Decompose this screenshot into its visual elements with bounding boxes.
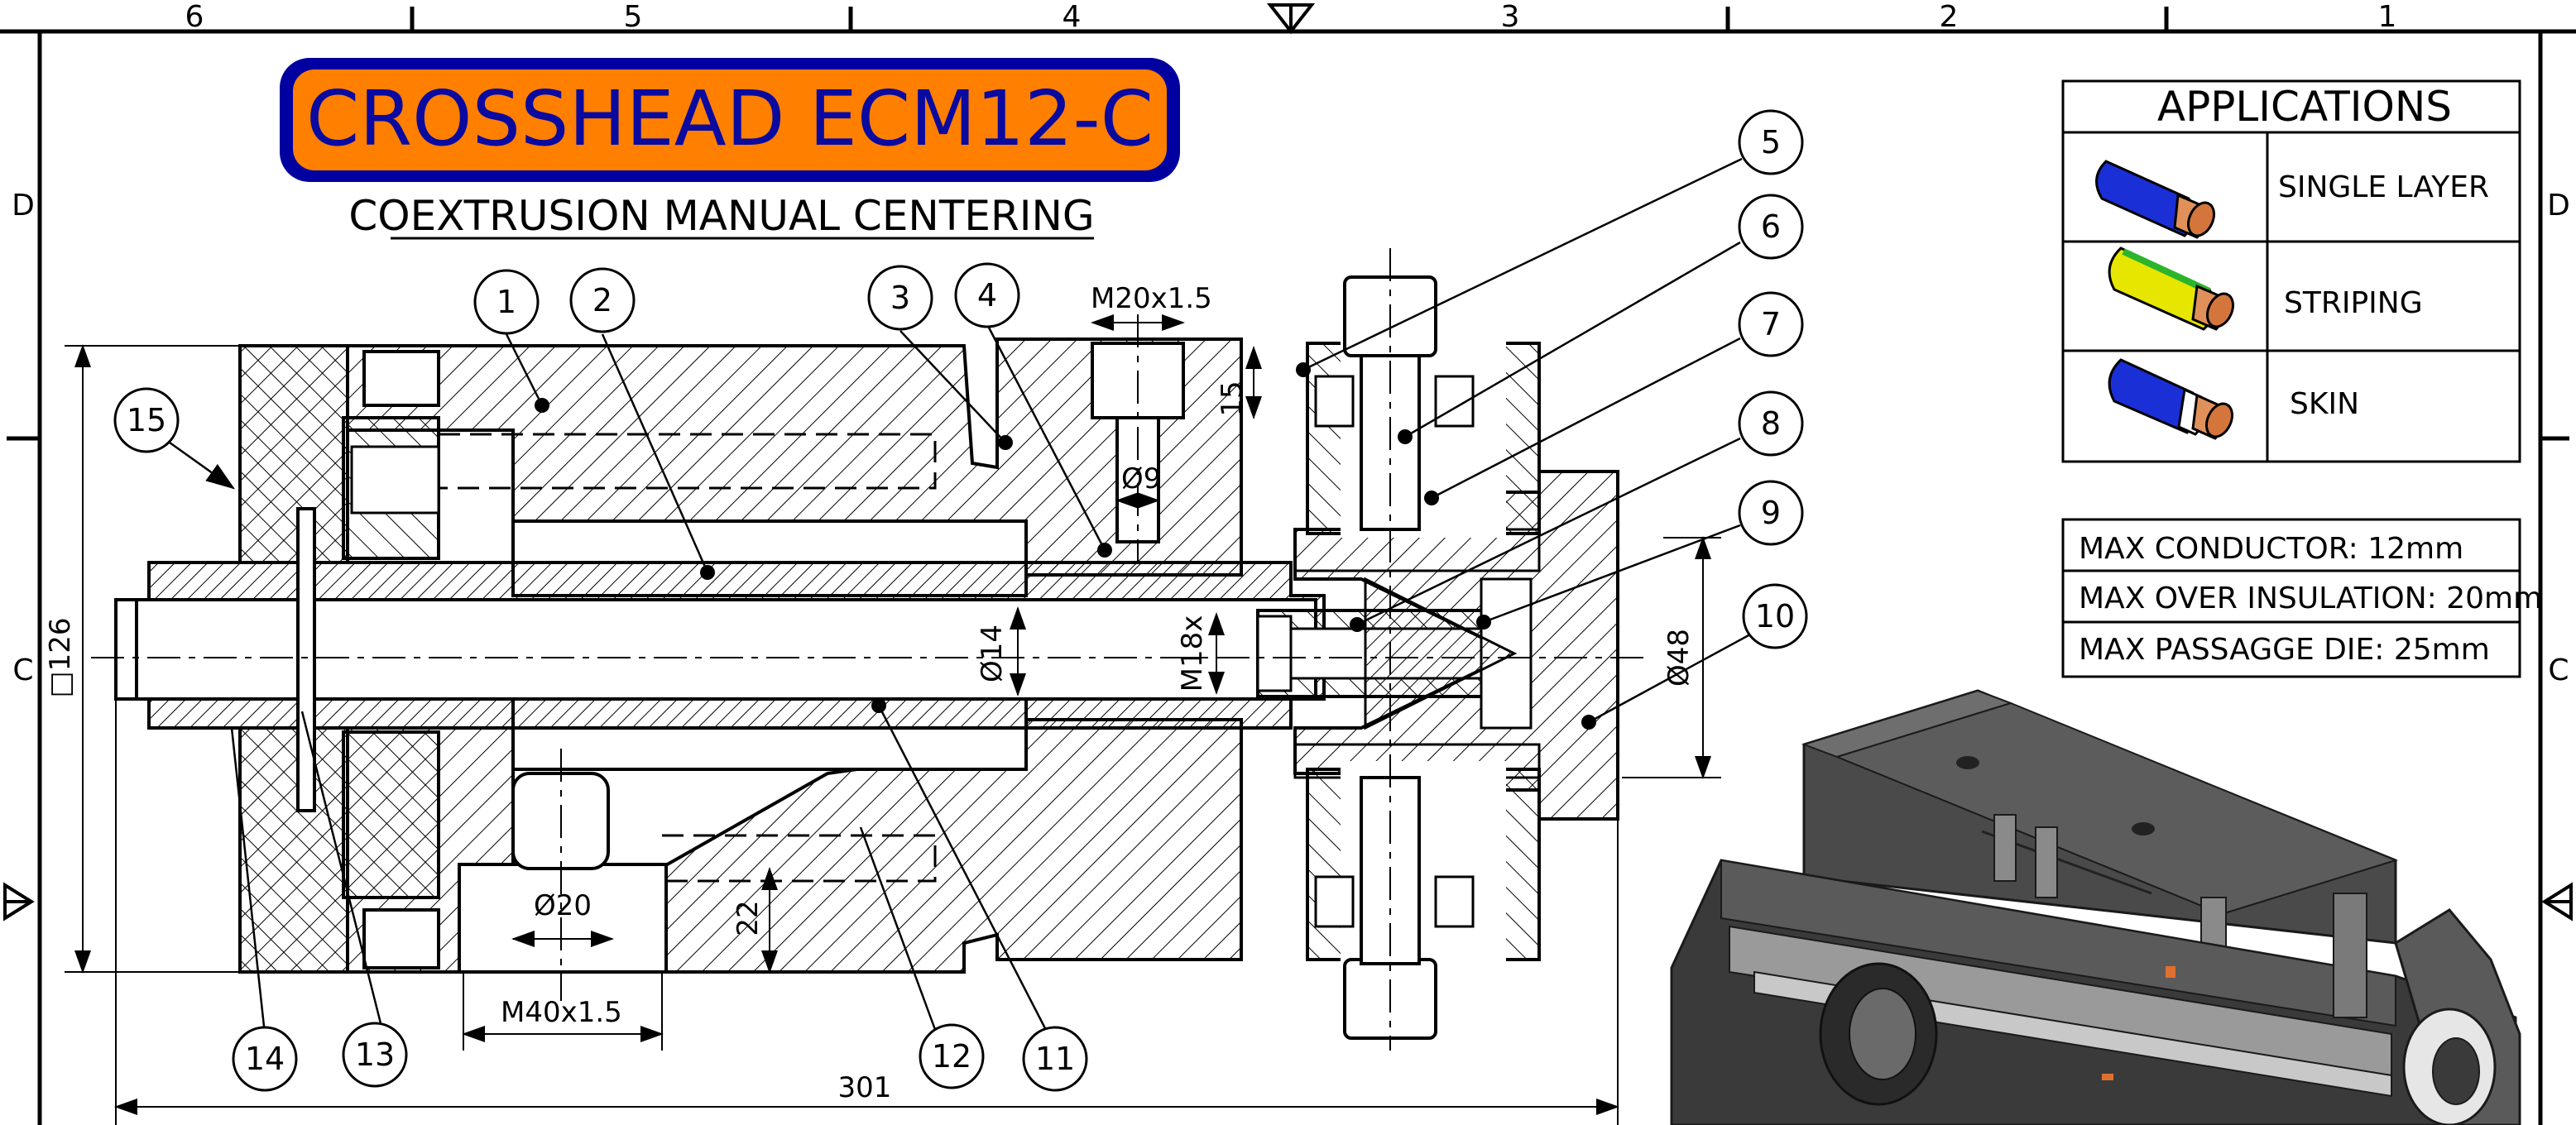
dim-d14: Ø14: [976, 625, 1009, 682]
application-single-layer: SINGLE LAYER: [2278, 170, 2489, 204]
balloon-7: 7: [1761, 306, 1781, 342]
subtitle: COEXTRUSION MANUAL CENTERING: [348, 192, 1094, 240]
column-label: 6: [185, 0, 204, 34]
balloon-6: 6: [1761, 208, 1781, 245]
column-label: 5: [624, 0, 643, 34]
dim-15: 15: [1216, 381, 1249, 416]
blue-cable-icon: [2095, 160, 2215, 239]
balloon-1: 1: [496, 284, 516, 320]
dim-length-301: 301: [838, 1071, 892, 1104]
column-label: 3: [1501, 0, 1520, 34]
balloon-8: 8: [1761, 405, 1781, 442]
balloon-3: 3: [890, 280, 910, 316]
applications-table: APPLICATIONS SINGLE LAYER STRIPING SKIN: [2061, 79, 2521, 463]
column-label: 2: [1940, 0, 1959, 34]
crosshead-section: [91, 248, 1647, 1051]
blue-white-cable-icon: [2108, 358, 2233, 440]
dimension-labels: M20x1.5 Ø9 15 Ø14 M18x Ø48 □126 Ø20 22 M…: [44, 282, 1696, 1104]
specs-table: MAX CONDUCTOR: 12mm MAX OVER INSULATION:…: [2061, 518, 2542, 678]
application-striping: STRIPING: [2284, 286, 2423, 320]
spec-max-passage-die: MAX PASSAGGE DIE: 25mm: [2079, 633, 2490, 667]
spec-max-conductor: MAX CONDUCTOR: 12mm: [2079, 532, 2463, 566]
dim-m40: M40x1.5: [501, 996, 622, 1029]
title: CROSSHEAD ECM12-C: [306, 74, 1154, 163]
row-label: C: [12, 653, 33, 687]
drawing-frame: [0, 3, 2576, 1125]
spec-max-over-insulation: MAX OVER INSULATION: 20mm: [2079, 582, 2542, 615]
part-balloons: 1 2 3 4 5 6 7 8 9 10 11 12 13 14 15: [113, 109, 1808, 1092]
row-label: D: [2547, 189, 2570, 223]
dim-m20: M20x1.5: [1091, 282, 1212, 315]
balloon-13: 13: [355, 1036, 395, 1073]
balloon-12: 12: [932, 1038, 971, 1075]
crosshead-3d-render: [1670, 689, 2521, 1125]
balloon-10: 10: [1755, 598, 1795, 634]
dim-m18: M18x: [1176, 615, 1209, 692]
dim-d48: Ø48: [1662, 629, 1696, 687]
column-label: 4: [1063, 0, 1082, 34]
dimension-lines: [65, 314, 1721, 1125]
zone-labels: 6 5 4 3 2 1 D D C C: [12, 0, 2570, 687]
dim-d20: Ø20: [534, 889, 592, 922]
title-banner: CROSSHEAD ECM12-C: [280, 58, 1180, 182]
column-label: 1: [2378, 0, 2397, 34]
balloon-9: 9: [1761, 495, 1781, 531]
row-label: C: [2548, 653, 2569, 687]
balloon-2: 2: [592, 282, 612, 318]
dim-22: 22: [732, 900, 765, 936]
dim-d9: Ø9: [1121, 462, 1161, 495]
balloon-5: 5: [1761, 124, 1781, 160]
dim-sq126: □126: [44, 617, 77, 697]
balloon-4: 4: [977, 277, 997, 314]
balloon-11: 11: [1035, 1041, 1075, 1077]
leader-lines: [169, 157, 1751, 1035]
yellow-green-cable-icon: [2108, 247, 2234, 331]
application-skin: SKIN: [2290, 387, 2359, 421]
balloon-14: 14: [245, 1041, 285, 1077]
balloon-15: 15: [127, 402, 166, 438]
row-label: D: [12, 189, 35, 223]
applications-header: APPLICATIONS: [2157, 83, 2452, 131]
